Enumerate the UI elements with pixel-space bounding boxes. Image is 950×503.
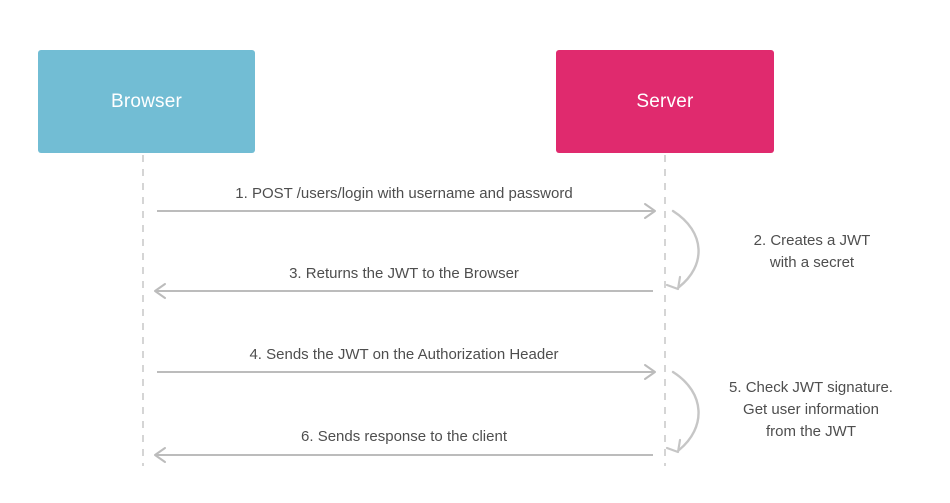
actor-box-browser[interactable]: Browser: [38, 50, 255, 153]
self-call-note-2-line-2: with a secret: [769, 254, 855, 271]
actor-box-server[interactable]: Server: [556, 50, 774, 153]
message-label-1: 1. POST /users/login with username and p…: [235, 185, 573, 202]
self-call-note-2-line-1: 2. Creates a JWT: [753, 232, 871, 249]
actor-label-browser: Browser: [110, 90, 183, 112]
self-call-arrow-2: [665, 209, 700, 291]
self-call-note-5-line-3: from the JWT: [765, 423, 856, 440]
message-label-3: 3. Returns the JWT to the Browser: [289, 265, 519, 282]
message-arrow-4: [157, 364, 656, 380]
message-label-4: 4. Sends the JWT on the Authorization He…: [249, 346, 559, 363]
self-call-arrow-5: [665, 370, 700, 454]
message-arrow-6: [154, 447, 653, 463]
actor-label-server: Server: [636, 90, 694, 112]
message-arrow-3: [154, 283, 653, 299]
self-call-note-5-line-2: Get user information: [743, 401, 879, 418]
message-label-6: 6. Sends response to the client: [301, 428, 507, 445]
self-call-note-5-line-1: 5. Check JWT signature.: [729, 379, 893, 396]
message-arrow-1: [157, 203, 656, 219]
self-call-note-2: 2. Creates a JWT with a secret: [712, 230, 912, 274]
self-call-note-5: 5. Check JWT signature. Get user informa…: [706, 377, 916, 443]
